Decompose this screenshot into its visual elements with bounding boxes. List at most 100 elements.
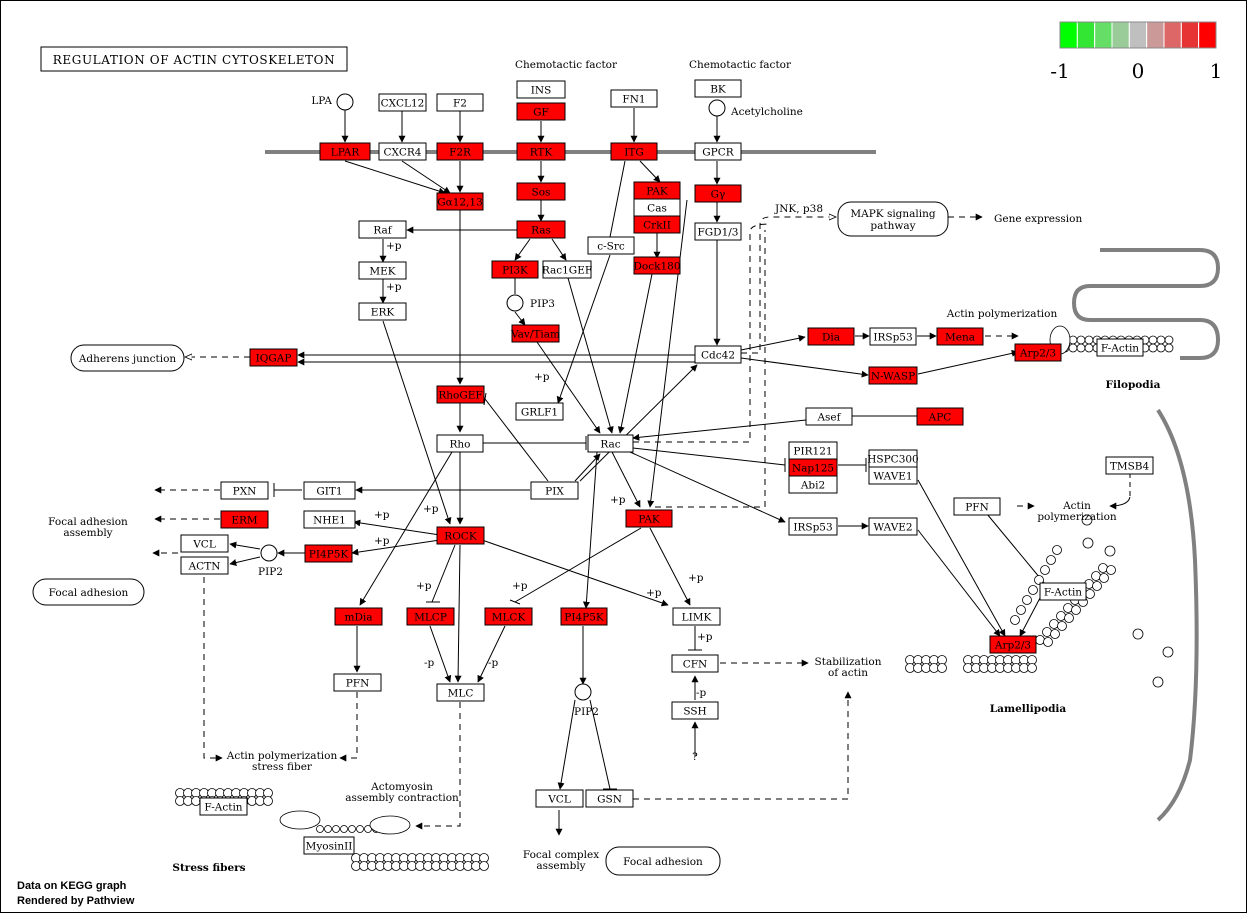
node-pfn-right[interactable]: PFN (953, 497, 1001, 516)
node-pi4p5k-left[interactable]: PI4P5K (304, 544, 353, 563)
node-raf[interactable]: Raf (358, 220, 407, 239)
node-cxcl12[interactable]: CXCL12 (378, 93, 427, 112)
node-mlck[interactable]: MLCK (484, 607, 533, 626)
node-label: Mena (945, 332, 975, 344)
node-itg[interactable]: ITG (610, 142, 658, 161)
node-actn[interactable]: ACTN (180, 556, 229, 575)
node-csrc[interactable]: c-Src (587, 236, 635, 255)
node-box (378, 142, 427, 161)
node-erk[interactable]: ERK (358, 302, 407, 321)
node-pxn[interactable]: PXN (220, 481, 269, 500)
node-label: Rac1GEF (542, 265, 592, 277)
map-focal-bottom[interactable]: Focal adhesion (605, 846, 721, 876)
node-box (1096, 338, 1144, 357)
node-cdc42[interactable]: Cdc42 (694, 345, 742, 364)
node-label: Arp2/3 (994, 640, 1031, 652)
node-box (303, 836, 355, 855)
node-pak-mid[interactable]: PAK (625, 509, 673, 528)
node-hspc300[interactable]: HSPC300 (867, 449, 919, 468)
node-label: PI3K (502, 265, 528, 277)
node-apc[interactable]: APC (916, 407, 964, 426)
node-fn1[interactable]: FN1 (610, 89, 658, 108)
node-irsp53-top[interactable]: IRSp53 (869, 327, 917, 346)
node-rtk[interactable]: RTK (516, 142, 566, 161)
node-nwasp[interactable]: N-WASP (868, 366, 918, 385)
map-label: Focal adhesion (623, 856, 703, 868)
node-factin-right[interactable]: F-Actin (1039, 582, 1087, 601)
map-adherens[interactable]: Adherens junction (70, 344, 185, 372)
node-label: LPAR (331, 147, 361, 159)
node-git1[interactable]: GIT1 (303, 481, 356, 500)
node-arp23-right[interactable]: Arp2/3 (989, 635, 1037, 654)
node-vcl-bottom[interactable]: VCL (535, 789, 584, 808)
node-pi3k[interactable]: PI3K (491, 260, 539, 279)
node-factin-top[interactable]: F-Actin (1096, 338, 1144, 357)
node-gsn[interactable]: GSN (585, 789, 634, 808)
node-ins[interactable]: INS (516, 80, 566, 99)
node-rac1gef[interactable]: Rac1GEF (542, 260, 592, 279)
node-bk[interactable]: BK (694, 79, 742, 98)
node-mek[interactable]: MEK (358, 261, 407, 280)
node-box (805, 407, 853, 426)
node-pir121[interactable]: PIR121 (788, 441, 838, 460)
label-pip2-mid: PIP2 (574, 706, 599, 718)
node-ga1213[interactable]: Gα12,13 (436, 192, 484, 211)
node-cfn[interactable]: CFN (671, 654, 719, 673)
node-factin-bottom[interactable]: F-Actin (199, 797, 248, 816)
node-rho[interactable]: Rho (436, 434, 484, 453)
node-nhe1[interactable]: NHE1 (303, 510, 356, 529)
node-pak-top[interactable]: PAK (633, 181, 681, 200)
node-mena[interactable]: Mena (936, 327, 984, 346)
node-myosin[interactable]: MyosinII (303, 836, 355, 855)
node-rock[interactable]: ROCK (436, 526, 485, 545)
node-rac[interactable]: Rac (587, 434, 634, 453)
node-wave2[interactable]: WAVE2 (868, 517, 918, 536)
node-erm[interactable]: ERM (220, 510, 269, 529)
node-cas[interactable]: Cas (633, 198, 681, 217)
node-limk[interactable]: LIMK (672, 607, 721, 626)
phospho-plus-label: +p (688, 572, 704, 584)
map-focal-left[interactable]: Focal adhesion (32, 578, 145, 606)
node-iqgap[interactable]: IQGAP (249, 348, 298, 367)
node-mlc[interactable]: MLC (436, 683, 485, 702)
node-ras[interactable]: Ras (516, 220, 566, 239)
node-sos[interactable]: Sos (516, 182, 566, 201)
filopodia-outline (1071, 248, 1221, 360)
node-pfn-left[interactable]: PFN (333, 673, 382, 692)
node-asef[interactable]: Asef (805, 407, 853, 426)
node-pi4p5k-mid[interactable]: PI4P5K (560, 607, 608, 626)
map-label: Adherens junction (78, 353, 177, 365)
node-box (587, 236, 635, 255)
node-ggy[interactable]: Gγ (694, 184, 742, 203)
node-f2[interactable]: F2 (436, 93, 484, 112)
node-gf[interactable]: GF (516, 102, 566, 121)
legend-cell (1059, 21, 1078, 49)
node-label: Cas (647, 203, 667, 215)
node-lpar[interactable]: LPAR (319, 142, 371, 161)
node-arp23-top[interactable]: Arp2/3 (1014, 343, 1062, 362)
node-cxcr4[interactable]: CXCR4 (378, 142, 427, 161)
node-gpcr[interactable]: GPCR (694, 142, 742, 161)
node-vcl-left[interactable]: VCL (180, 534, 229, 553)
node-pix[interactable]: PIX (530, 481, 579, 500)
node-grlf1[interactable]: GRLF1 (515, 402, 564, 421)
node-dia[interactable]: Dia (807, 327, 855, 346)
node-crkii[interactable]: CrkII (633, 215, 681, 234)
node-f2r[interactable]: F2R (436, 142, 484, 161)
node-mlcp[interactable]: MLCP (406, 607, 455, 626)
node-abi2[interactable]: Abi2 (788, 475, 838, 494)
node-mdia[interactable]: mDia (334, 607, 383, 626)
node-label: ACTN (188, 561, 221, 573)
node-tmsb4[interactable]: TMSB4 (1105, 456, 1154, 475)
phospho-minus-label: -p (488, 657, 499, 669)
node-ssh[interactable]: SSH (671, 701, 719, 720)
node-label: Gα12,13 (437, 197, 483, 209)
node-wave1[interactable]: WAVE1 (868, 466, 918, 485)
node-irsp53-mid[interactable]: IRSp53 (788, 517, 838, 536)
node-fgd13[interactable]: FGD1/3 (694, 222, 742, 241)
node-dock180[interactable]: Dock180 (633, 256, 681, 275)
node-nap125[interactable]: Nap125 (788, 458, 838, 477)
node-rhogef[interactable]: RhoGEF (436, 385, 485, 404)
node-vavtiam[interactable]: Vav/Tiam (510, 324, 560, 343)
